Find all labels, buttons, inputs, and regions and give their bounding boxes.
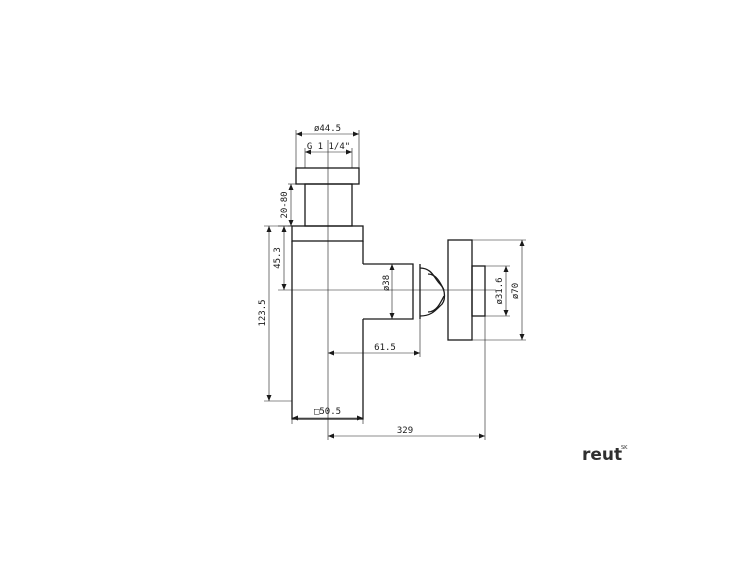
dim-flange-diameter-label: ø70: [511, 283, 521, 299]
trap-body: [291, 241, 364, 420]
center-lines: [278, 140, 496, 440]
dim-upper-height: 45.3: [273, 225, 292, 290]
dim-overall-depth: 329: [328, 316, 486, 440]
dim-outlet-length: 61.5: [328, 319, 421, 357]
dim-thread: G 1 1/4": [304, 142, 353, 168]
dim-thread-label: G 1 1/4": [307, 142, 350, 152]
dim-height-adjust-label: 20-80: [280, 191, 290, 218]
brand-logo: reut SK: [582, 445, 628, 465]
upper-tube: [304, 183, 353, 227]
outlet-pipe: [363, 263, 414, 320]
dim-flange-diameter: ø70: [472, 239, 526, 341]
body-collar: [291, 225, 364, 242]
dim-upper-height-label: 45.3: [273, 247, 283, 269]
s-curve-inner: [427, 273, 445, 313]
s-curve-connection: [419, 267, 446, 317]
dim-outlet-length-label: 61.5: [374, 343, 396, 353]
dim-top-diameter: ø44.5: [295, 124, 360, 168]
brand-name: reut: [582, 445, 622, 465]
dim-body-square-label: □50.5: [314, 407, 341, 417]
dim-outlet-diameter: ø38: [382, 264, 395, 319]
dim-wall-pipe: ø31.6: [485, 265, 510, 317]
dim-height-adjust: 20-80: [280, 183, 296, 227]
dim-overall-depth-label: 329: [397, 426, 413, 436]
dim-total-height: 123.5: [258, 225, 292, 402]
trap-outline: [291, 167, 486, 420]
brand-mark: SK: [621, 445, 628, 451]
dim-body-square: □50.5: [291, 407, 364, 424]
dim-total-height-label: 123.5: [258, 299, 268, 326]
wall-pipe: [471, 265, 486, 317]
dim-outlet-diameter-label: ø38: [382, 275, 392, 291]
top-cap: [295, 167, 360, 185]
dim-top-diameter-label: ø44.5: [314, 124, 341, 134]
dim-wall-pipe-label: ø31.6: [495, 277, 505, 304]
